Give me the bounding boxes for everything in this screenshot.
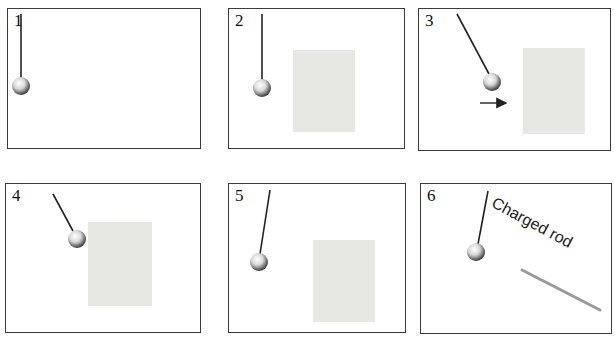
- thread: [53, 194, 73, 231]
- motion-arrow: [480, 102, 506, 103]
- neutral-plate: [313, 240, 375, 322]
- thread: [260, 190, 270, 254]
- charged-rod: [522, 270, 600, 310]
- panel-number: 1: [14, 12, 23, 29]
- frame-panel: 5: [228, 183, 406, 333]
- panel-number: 2: [235, 12, 244, 29]
- pith-ball: [253, 79, 271, 97]
- rod-label: Charged rod: [489, 194, 576, 252]
- frame-panel: 3: [418, 8, 611, 151]
- thread: [261, 14, 263, 80]
- thread: [457, 14, 489, 74]
- pith-ball: [467, 243, 485, 261]
- neutral-plate: [293, 50, 355, 132]
- frame-panel: 6 Charged rod: [420, 183, 612, 334]
- panel-number: 6: [427, 187, 436, 204]
- neutral-plate: [88, 222, 152, 306]
- panel-number: 4: [12, 187, 21, 204]
- frame-panel: 4: [5, 183, 201, 333]
- pith-ball: [68, 230, 86, 248]
- pith-ball: [12, 77, 30, 95]
- neutral-plate: [523, 48, 585, 134]
- pith-ball: [250, 253, 268, 271]
- thread: [478, 191, 488, 244]
- pith-ball: [483, 73, 501, 91]
- frame-panel: 2: [228, 8, 405, 149]
- frame-panel: 1: [7, 8, 201, 149]
- panel-number: 5: [235, 187, 244, 204]
- panel-number: 3: [425, 12, 434, 29]
